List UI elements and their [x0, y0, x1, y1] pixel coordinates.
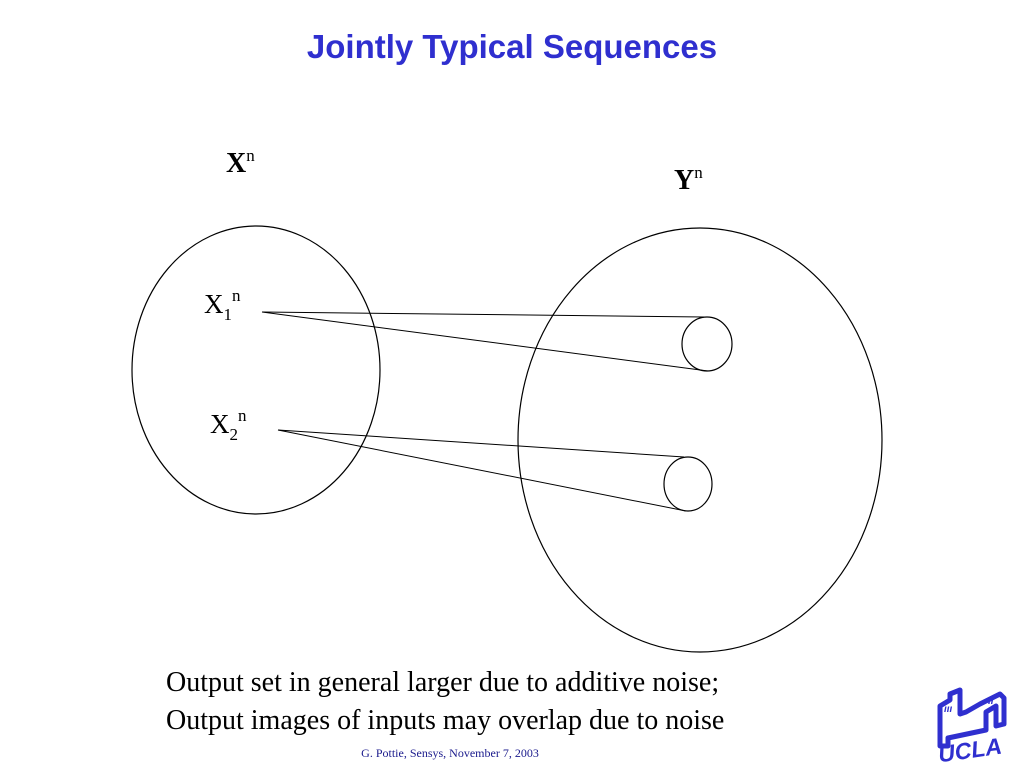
x1-label-sub: 1	[224, 305, 233, 324]
x1-cone-lower-line	[261, 311, 709, 372]
logo-windows-right: ıı	[988, 696, 994, 707]
x2-label-base: X	[210, 409, 230, 439]
x1-label: X1n	[204, 286, 241, 324]
ucla-logo-icon: ııı ıı UCLA	[937, 687, 1007, 762]
caption-line-2: Output images of inputs may overlap due …	[166, 705, 725, 736]
x2-label: X2n	[210, 406, 247, 444]
input-set-label-sup: n	[246, 146, 255, 165]
x1-cone-upper-line	[261, 311, 705, 318]
output-set-label: Yn	[674, 163, 703, 196]
input-set-label: Xn	[226, 146, 255, 179]
output-set-ellipse	[517, 227, 883, 653]
x2-cone-upper-line	[277, 429, 685, 458]
x1-label-sup: n	[232, 286, 241, 305]
x2-label-sub: 2	[230, 425, 239, 444]
logo-building-shape	[937, 687, 1007, 749]
output-set-label-base: Y	[674, 165, 694, 196]
x1-label-base: X	[204, 289, 224, 319]
input-set-label-base: X	[226, 148, 246, 179]
caption-line-1: Output set in general larger due to addi…	[166, 667, 720, 698]
x1-image-circle	[681, 316, 733, 372]
slide-caption: Output set in general larger due to addi…	[166, 664, 724, 740]
input-set-ellipse	[131, 225, 381, 515]
logo-windows-left: ııı	[944, 704, 953, 715]
x2-label-sup: n	[238, 406, 247, 425]
x2-image-circle	[663, 456, 713, 512]
output-set-label-sup: n	[694, 163, 703, 182]
slide-title: Jointly Typical Sequences	[306, 28, 718, 65]
x2-cone-lower-line	[277, 429, 687, 512]
slide-footer: G. Pottie, Sensys, November 7, 2003	[361, 746, 539, 760]
